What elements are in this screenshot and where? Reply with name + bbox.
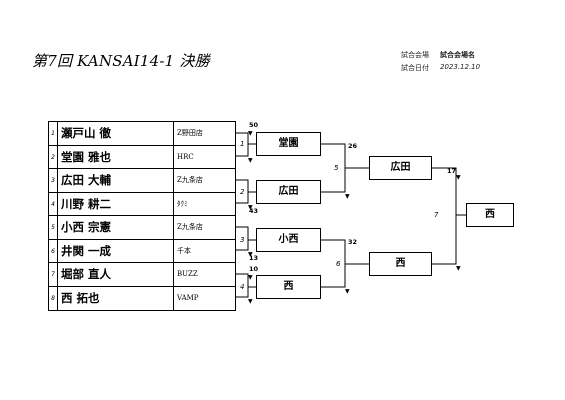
match-number: 5 — [334, 164, 339, 172]
triangle-down-icon: ▼ — [345, 288, 350, 295]
triangle-down-icon: ▼ — [248, 251, 253, 258]
triangle-down-icon: ▼ — [456, 174, 461, 181]
score: 50 — [249, 121, 259, 129]
player-number: 8 — [49, 286, 58, 310]
winner-box-match-1: 堂園 — [256, 132, 321, 156]
match-number: 4 — [240, 283, 245, 291]
winner-box-final: 西 — [466, 203, 514, 227]
player-number: 5 — [49, 216, 58, 239]
winner-box-match-5: 広田 — [369, 156, 432, 180]
triangle-down-icon: ▼ — [345, 193, 350, 200]
score: 10 — [249, 265, 259, 273]
winner-box-match-2: 広田 — [256, 180, 321, 204]
player-shop: Z九条店 — [173, 216, 237, 239]
player-number: 2 — [49, 145, 58, 168]
match-number: 7 — [434, 211, 439, 219]
player-number: 1 — [49, 122, 58, 145]
player-name: 小西 宗憲 — [61, 220, 112, 234]
winner-box-match-6: 西 — [369, 252, 432, 276]
player-row: 6 井関 一成 千本 — [49, 239, 237, 263]
score: 26 — [348, 142, 358, 150]
player-row: 1 瀬戸山 徹 Z野田店 — [49, 122, 235, 146]
player-row: 5 小西 宗憲 Z九条店 — [49, 216, 235, 240]
player-row: 7 堀部 直人 BUZZ — [49, 263, 235, 287]
venue-label: 試合会場 — [401, 51, 429, 59]
player-row: 3 広田 大輔 Z九条店 — [49, 169, 235, 193]
venue-value: 試合会場名 — [440, 51, 475, 59]
player-number: 3 — [49, 169, 58, 192]
player-name: 西 拓也 — [61, 290, 100, 305]
triangle-down-icon: ▼ — [248, 157, 253, 164]
player-shop: BUZZ — [173, 263, 237, 286]
score: 43 — [249, 207, 259, 215]
winner-box-match-3: 小西 — [256, 228, 321, 252]
player-row: 4 川野 耕二 ﾀｸﾐ — [49, 192, 237, 216]
player-name: 瀬戸山 徹 — [61, 126, 112, 140]
player-name: 川野 耕二 — [61, 196, 112, 211]
match-number: 6 — [336, 260, 341, 268]
player-number: 7 — [49, 263, 58, 286]
triangle-down-icon: ▼ — [248, 204, 253, 211]
player-number: 6 — [49, 239, 58, 262]
player-name: 井関 一成 — [61, 243, 112, 258]
bracket-connector — [321, 239, 346, 288]
player-name: 堀部 直人 — [61, 267, 112, 281]
player-shop: HRC — [173, 145, 237, 168]
player-shop: 千本 — [173, 239, 237, 262]
player-row: 2 堂園 雅也 HRC — [49, 145, 237, 169]
player-shop: Z九条店 — [173, 169, 237, 192]
score: 32 — [348, 238, 358, 246]
player-shop: ﾀｸﾐ — [173, 192, 237, 215]
triangle-down-icon: ▼ — [248, 130, 253, 137]
bracket-connector — [321, 143, 346, 193]
player-shop: Z野田店 — [173, 122, 237, 145]
page-title: 第7回 KANSAI14-1 決勝 — [32, 52, 210, 70]
date-label: 試合日付 — [401, 64, 429, 72]
player-shop: VAMP — [173, 286, 237, 310]
triangle-down-icon: ▼ — [248, 298, 253, 305]
player-name: 堂園 雅也 — [61, 149, 112, 164]
players-table: 1 瀬戸山 徹 Z野田店 2 堂園 雅也 HRC 3 広田 大輔 Z九条店 4 … — [48, 121, 236, 311]
triangle-down-icon: ▼ — [248, 274, 253, 281]
score: 17 — [447, 167, 457, 175]
match-number: 1 — [240, 140, 245, 148]
bracket-connector — [236, 273, 249, 298]
bracket-connector — [236, 226, 249, 251]
player-name: 広田 大輔 — [61, 173, 112, 187]
match-number: 3 — [240, 236, 245, 244]
player-row: 8 西 拓也 VAMP — [49, 286, 237, 310]
match-number: 2 — [240, 188, 245, 196]
bracket-connector — [432, 167, 457, 265]
winner-box-match-4: 西 — [256, 275, 321, 299]
triangle-down-icon: ▼ — [456, 265, 461, 272]
score: 13 — [249, 254, 259, 262]
player-number: 4 — [49, 192, 58, 215]
date-value: 2023.12.10 — [440, 63, 481, 71]
